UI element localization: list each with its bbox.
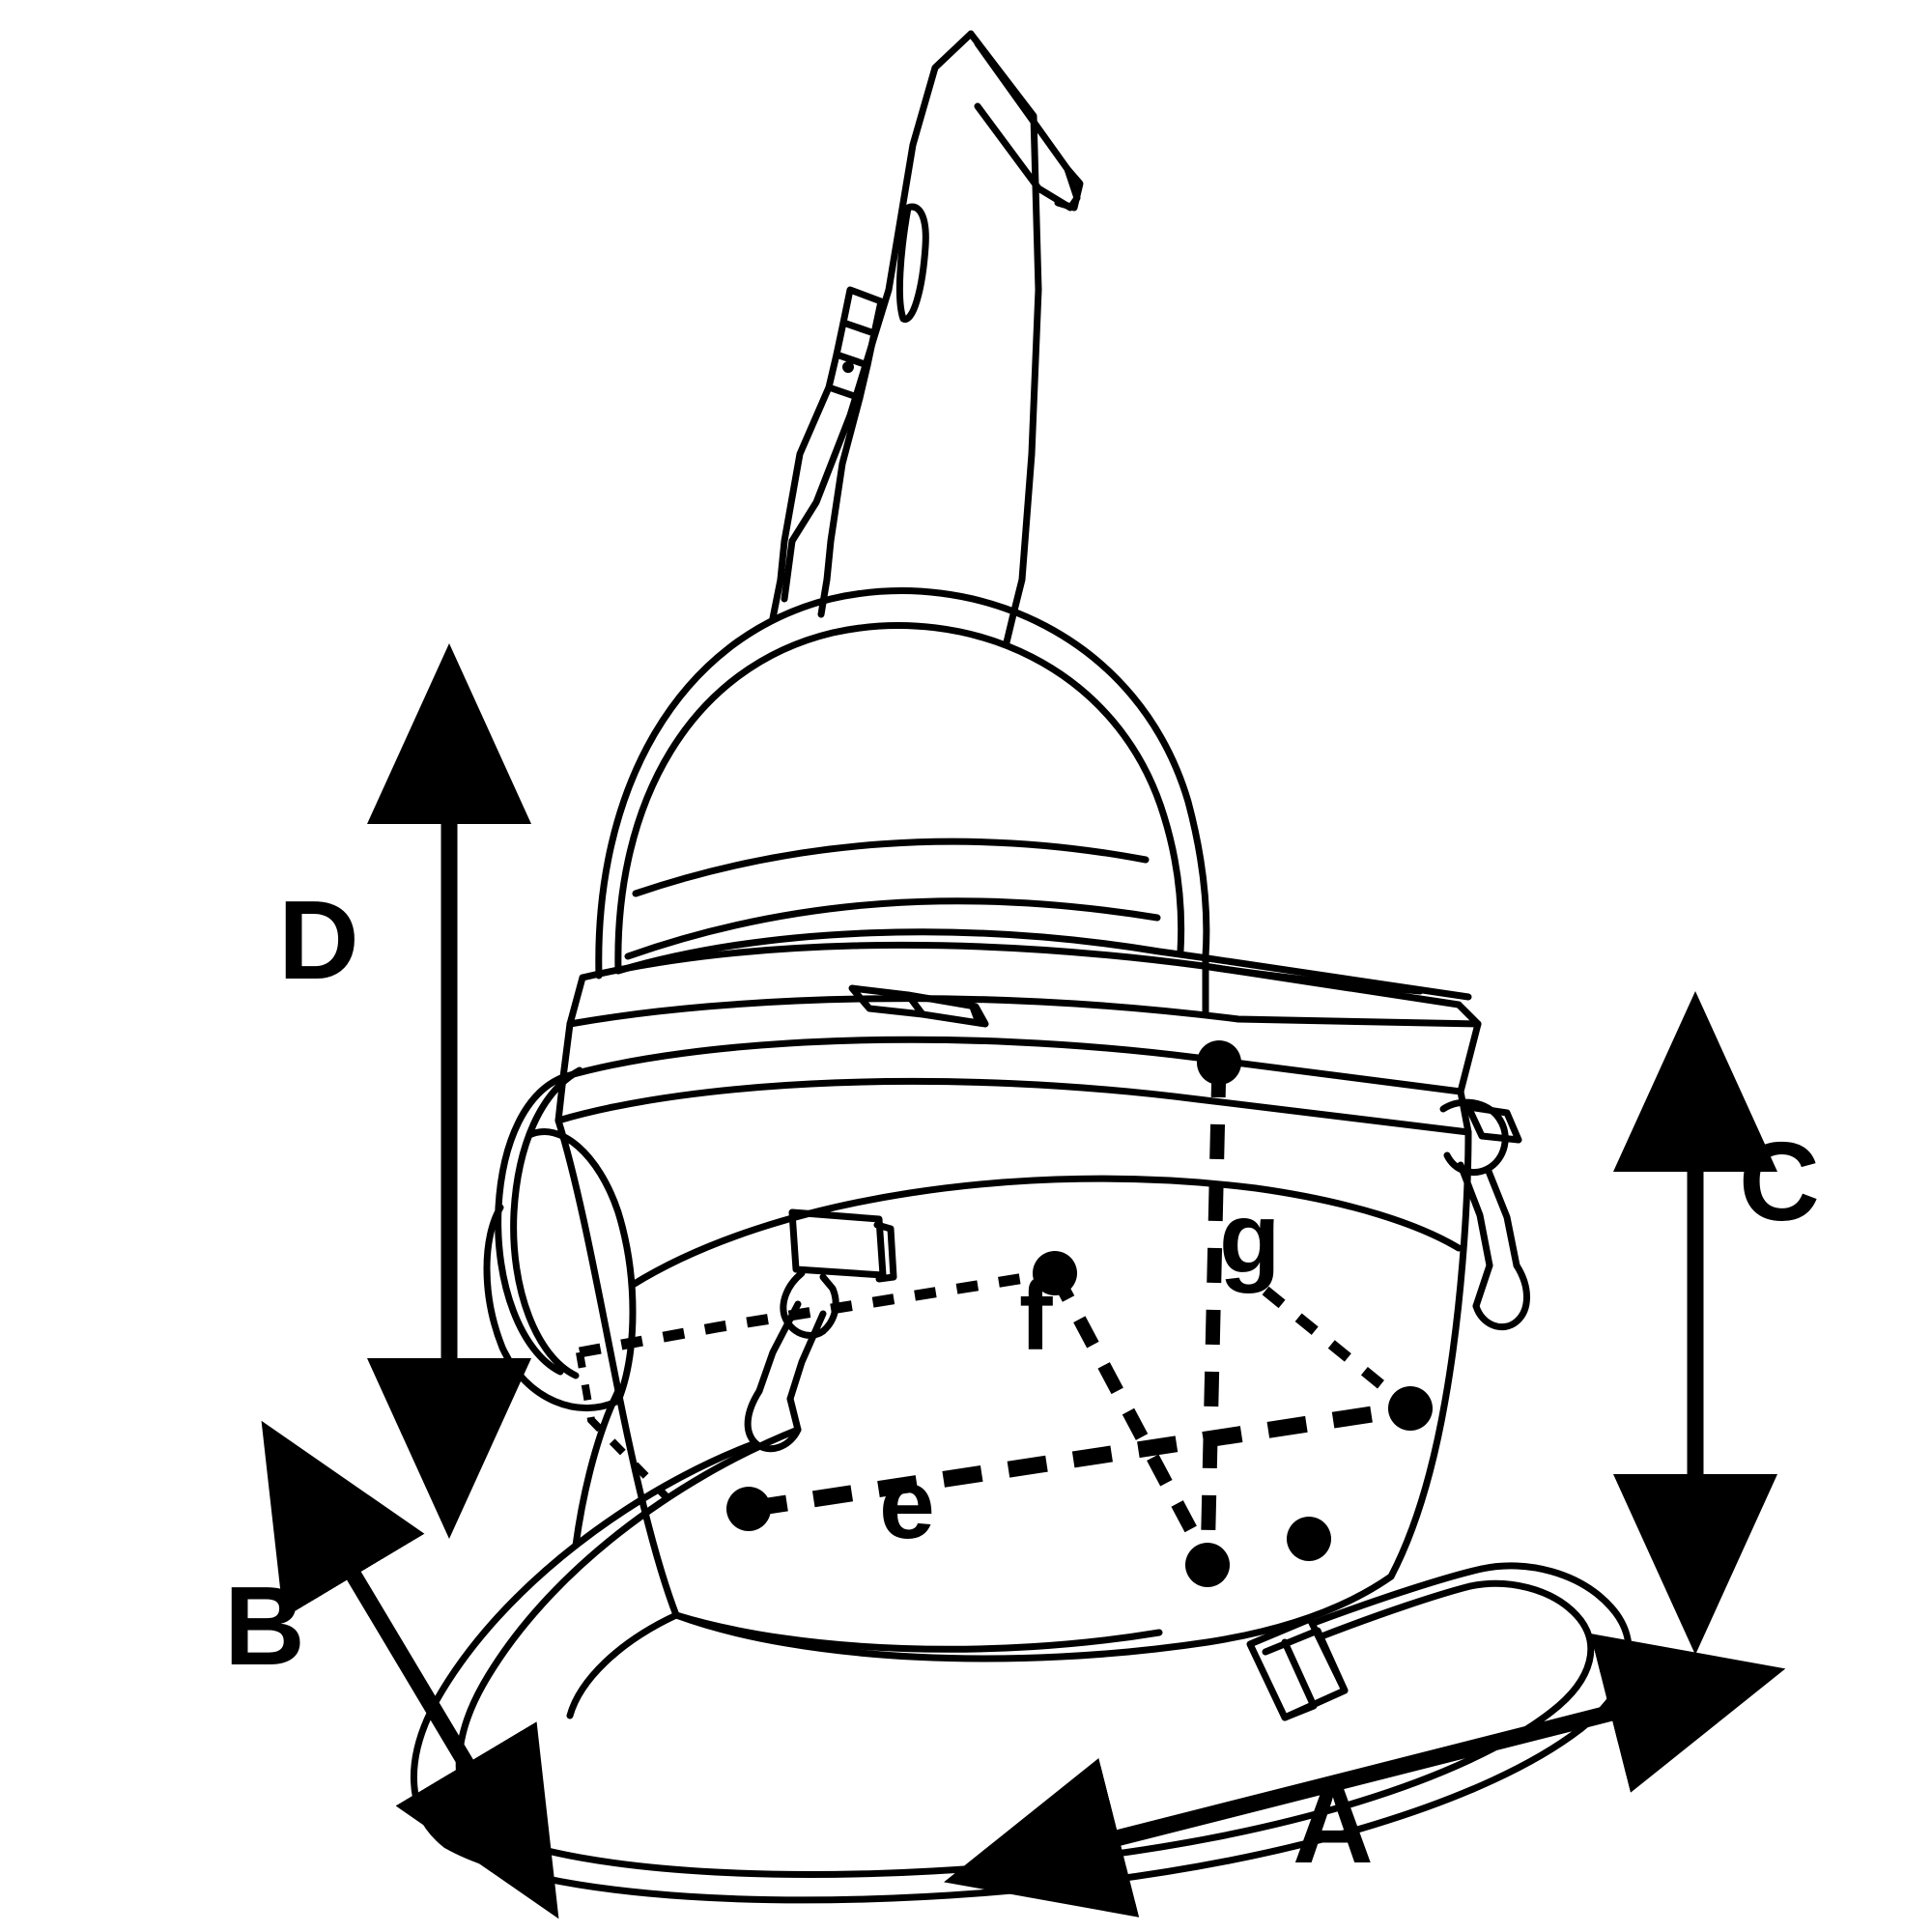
measure-line-g-branch (1262, 1286, 1414, 1413)
dimension-label-e: e (879, 1448, 935, 1560)
dimension-label-B: B (224, 1563, 305, 1689)
bag-base-edge (566, 1387, 680, 1719)
dimension-label-g: g (1219, 1182, 1281, 1294)
strap-lower-attachment (769, 537, 1016, 646)
measure-line-hidden-corner (576, 1351, 679, 1510)
measurement-dots (726, 1040, 1433, 1587)
measure-line-g-vertical (1200, 1062, 1227, 1566)
measure-line-f-diagonal (1048, 1269, 1210, 1557)
dot-g-top (1197, 1040, 1241, 1085)
rear-panel-hint (1200, 952, 1424, 1018)
dot-f-lower (1287, 1517, 1331, 1561)
webbing-strap (411, 1426, 1633, 1904)
top-opening-plane (614, 928, 1472, 1028)
bag-outline-group (411, 30, 1633, 1904)
dot-e-left (726, 1487, 771, 1531)
left-swivel-hook (744, 1208, 897, 1453)
body-upper-bands (554, 1020, 1482, 1136)
strap-adjuster (777, 286, 885, 583)
dimension-label-D: D (278, 877, 359, 1003)
measure-line-e (747, 1400, 1412, 1518)
shoulder-strap (788, 30, 1084, 622)
measure-line-f-upper (579, 1267, 1056, 1358)
dot-f-upper (1033, 1251, 1077, 1295)
dimension-label-f: f (1019, 1260, 1053, 1372)
dot-g-bottom (1185, 1543, 1230, 1587)
dimension-label-A: A (1293, 1761, 1374, 1887)
dimension-arrow-B (261, 1420, 559, 1919)
dimension-arrow-A (944, 1633, 1786, 1918)
measurement-network (576, 1062, 1414, 1566)
dimension-label-C: C (1739, 1119, 1820, 1244)
right-swivel-hook (1439, 1098, 1530, 1330)
dimension-arrows (261, 643, 1786, 1919)
top-lid (595, 587, 1210, 980)
dot-right (1388, 1386, 1433, 1431)
